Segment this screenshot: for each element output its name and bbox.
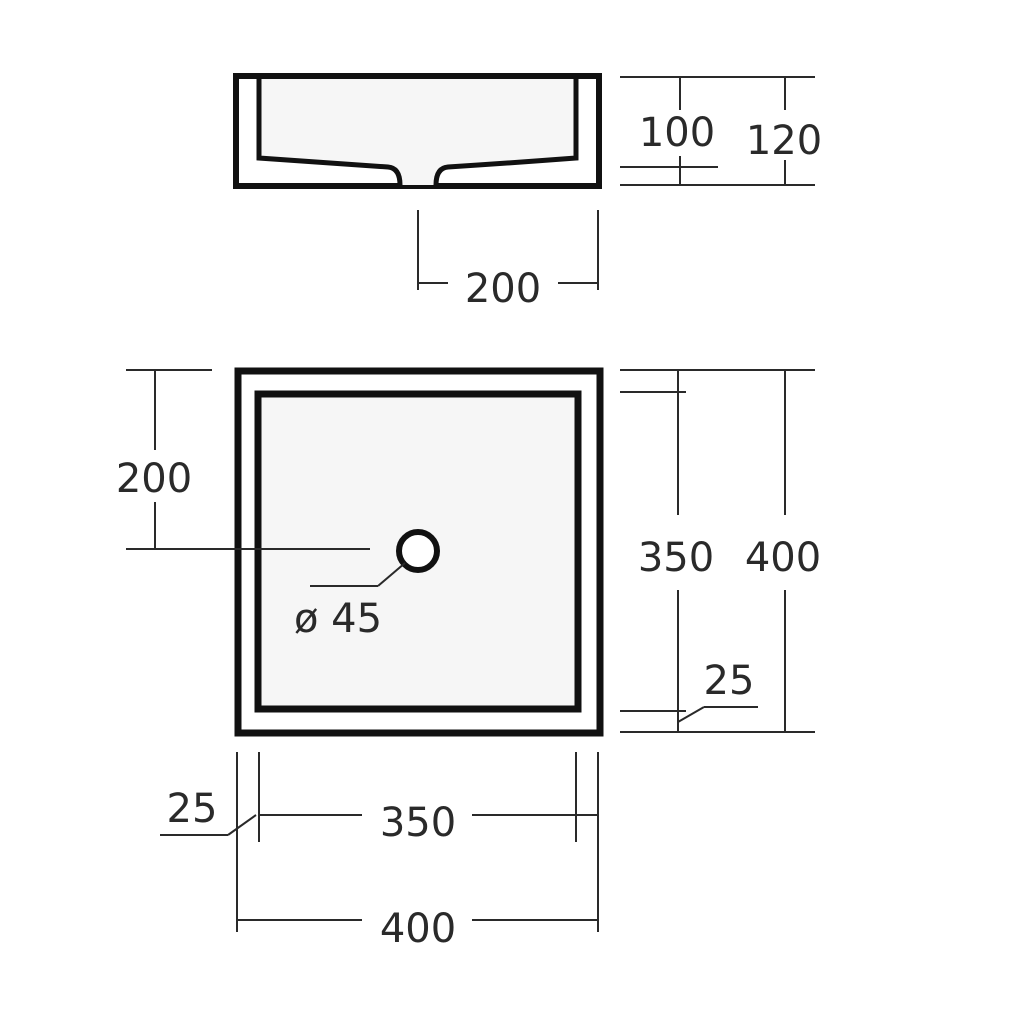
- bottom-dim-400-label: 400: [380, 906, 456, 952]
- bottom-dim-350-label: 350: [380, 800, 456, 846]
- top-dim-200-label: 200: [116, 456, 192, 502]
- side-view-basin-outline: [256, 79, 579, 186]
- side-dim-100-label: 100: [639, 110, 715, 156]
- wall-right-leader-diagonal: [677, 706, 705, 723]
- drain-leader-diagonal: [377, 562, 406, 587]
- top-view-outer-frame: [234, 367, 604, 737]
- top-dim-350-vertical-label: 350: [638, 535, 714, 581]
- drain-hole-icon: [396, 529, 440, 573]
- wall-left-leader-diagonal: [227, 814, 257, 836]
- wall-right-label: 25: [704, 658, 755, 704]
- side-dim-120-label: 120: [746, 118, 822, 164]
- drain-diameter-label: ø 45: [294, 596, 382, 642]
- side-dim-200-label: 200: [465, 266, 541, 312]
- top-view-inner-frame: [254, 390, 582, 713]
- side-view: 100 120 200: [233, 73, 822, 312]
- wall-left-label: 25: [167, 786, 218, 832]
- side-view-basin-profile: [259, 79, 576, 185]
- side-view-outer-frame: [233, 73, 602, 189]
- top-dim-400-vertical-label: 400: [745, 535, 821, 581]
- top-view: 200 ø 45 350 400 25 350 400 25: [116, 367, 821, 952]
